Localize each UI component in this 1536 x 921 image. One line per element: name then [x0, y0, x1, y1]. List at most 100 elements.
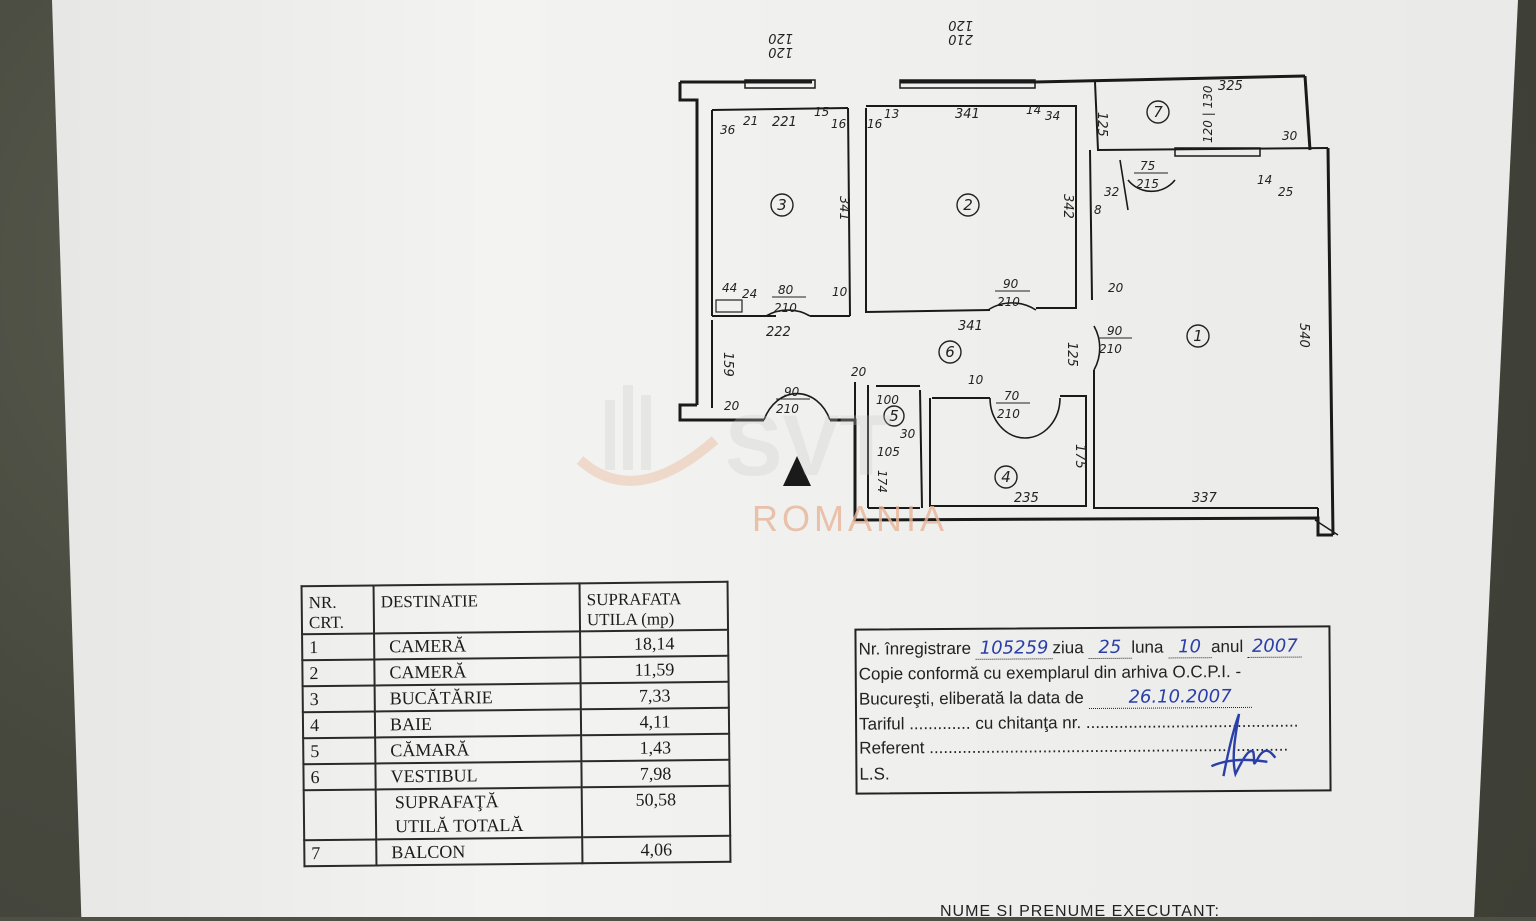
row-dest: BUCĂTĂRIE	[374, 683, 581, 712]
dim-24: 24	[742, 287, 757, 301]
row-dest: CAMERĂ	[374, 657, 581, 686]
dim-10b: 10	[968, 373, 984, 387]
dim-13: 13	[884, 107, 899, 121]
dim-210a: 210	[774, 301, 797, 315]
dim-222: 222	[766, 325, 791, 340]
outer-walls	[678, 74, 1339, 537]
dim-174: 174	[875, 470, 889, 493]
issue-date-label: Bucureşti, eliberată la data de	[858, 688, 1084, 709]
table-header-row: NR. CRT. DESTINATIE SUPRAFATA UTILA (mp)	[301, 581, 729, 635]
watermark-country: ROMANIA	[752, 498, 949, 539]
signature-icon	[1210, 713, 1277, 778]
reg-number-value: 105259	[975, 637, 1053, 660]
registration-line-6: L.S.	[859, 764, 890, 784]
dim-10a: 10	[832, 285, 848, 299]
room-1-label: 1	[1193, 327, 1203, 345]
dim-80: 80	[778, 283, 794, 297]
dim-30a: 30	[1282, 129, 1298, 143]
row-dest: CAMERĂ	[374, 631, 581, 660]
room-4-label: 4	[1001, 468, 1011, 486]
row-dest: VESTIBUL	[375, 761, 582, 790]
dim-235: 235	[1014, 491, 1039, 506]
total-area: 50,58	[581, 785, 731, 838]
dim-341b: 341	[836, 196, 851, 221]
dim-8: 8	[1094, 203, 1102, 217]
row-nr: 1	[302, 633, 375, 661]
dim-44: 44	[722, 281, 737, 295]
dim-balcony-window: 120 | 130	[1201, 85, 1215, 143]
row-nr: 7	[304, 839, 377, 867]
row-area: 18,14	[580, 629, 729, 658]
dim-90c: 90	[1107, 324, 1123, 338]
dim-215: 215	[1136, 177, 1159, 191]
dim-balcony-width: 325	[1218, 79, 1243, 94]
room-7-label: 7	[1153, 103, 1163, 121]
svg-text:120: 120	[948, 17, 973, 32]
dim-15: 15	[814, 105, 829, 119]
dim-20b: 20	[724, 399, 740, 413]
anul-label: anul	[1210, 636, 1244, 657]
door-arcs	[763, 159, 1176, 439]
table-row-balcony: 7 BALCON 4,06	[304, 835, 731, 867]
dim-175: 175	[1072, 444, 1087, 469]
table-total-row: SUPRAFAŢĂ UTILĂ TOTALĂ 50,58	[303, 785, 731, 841]
row-area: 1,43	[581, 733, 730, 762]
dim-16b: 16	[867, 117, 883, 131]
dim-14a: 14	[1026, 103, 1041, 117]
dim-90b: 90	[1003, 277, 1019, 291]
row-nr: 2	[302, 659, 375, 687]
dim-70: 70	[1004, 389, 1020, 403]
dim-341c: 341	[958, 319, 983, 334]
anul-value: 2007	[1247, 635, 1302, 658]
row-area: 7,33	[580, 681, 729, 710]
dim-100: 100	[876, 393, 899, 407]
paper-sheet	[52, 0, 1518, 917]
row-area: 4,11	[580, 707, 730, 736]
room-area-table: NR. CRT. DESTINATIE SUPRAFATA UTILA (mp)…	[301, 581, 732, 867]
dim-30b: 30	[900, 427, 916, 441]
room-numbers: 1 2 3 4 5 6 7	[770, 100, 1210, 489]
row-dest: BALCON	[376, 837, 583, 866]
row-nr: 6	[303, 763, 376, 791]
dim-36: 36	[720, 123, 736, 137]
dim-210c: 210	[1099, 342, 1122, 356]
header-destinatie: DESTINATIE	[373, 583, 581, 634]
header-nr: NR. CRT.	[301, 585, 375, 635]
row-nr-empty	[303, 789, 377, 841]
dim-90d: 90	[784, 385, 800, 399]
ziua-value: 25	[1088, 636, 1132, 660]
room-2-label: 2	[963, 196, 973, 214]
dim-34: 34	[1045, 109, 1060, 123]
dim-20a: 20	[1108, 281, 1124, 295]
footer-cut-text: NUME SI PRENUME EXECUTANT:	[940, 903, 1220, 920]
dim-125b: 125	[1064, 342, 1079, 367]
dim-14b: 14	[1257, 173, 1272, 187]
dim-342: 342	[1060, 194, 1075, 219]
svg-text:120: 120	[768, 30, 793, 45]
room-3-label: 3	[777, 196, 787, 214]
reg-number-label: Nr. înregistrare	[858, 638, 972, 659]
dim-540: 540	[1296, 323, 1311, 348]
row-nr: 4	[302, 711, 376, 739]
row-nr: 5	[303, 737, 376, 765]
dim-top-window-left: 120 120	[768, 30, 793, 59]
dim-337: 337	[1192, 491, 1218, 506]
room-5-label: 5	[889, 407, 899, 425]
dim-75: 75	[1140, 159, 1155, 173]
ziua-label: ziua	[1052, 638, 1084, 658]
luna-value: 10	[1168, 636, 1212, 659]
header-suprafata: SUPRAFATA UTILA (mp)	[579, 581, 729, 632]
row-area: 7,98	[581, 759, 730, 788]
room-6-label: 6	[945, 343, 955, 361]
dim-20c: 20	[851, 365, 867, 379]
row-dest: CĂMARĂ	[375, 735, 582, 764]
dim-25: 25	[1278, 185, 1293, 199]
dim-210d: 210	[776, 402, 799, 416]
dim-16a: 16	[831, 117, 847, 131]
dim-210e: 210	[997, 407, 1020, 421]
dim-balcony-depth: 125	[1094, 112, 1109, 137]
registration-line-2: Copie conformă cu exemplarul din arhiva …	[858, 661, 1242, 684]
row-dest: BAIE	[374, 709, 582, 738]
